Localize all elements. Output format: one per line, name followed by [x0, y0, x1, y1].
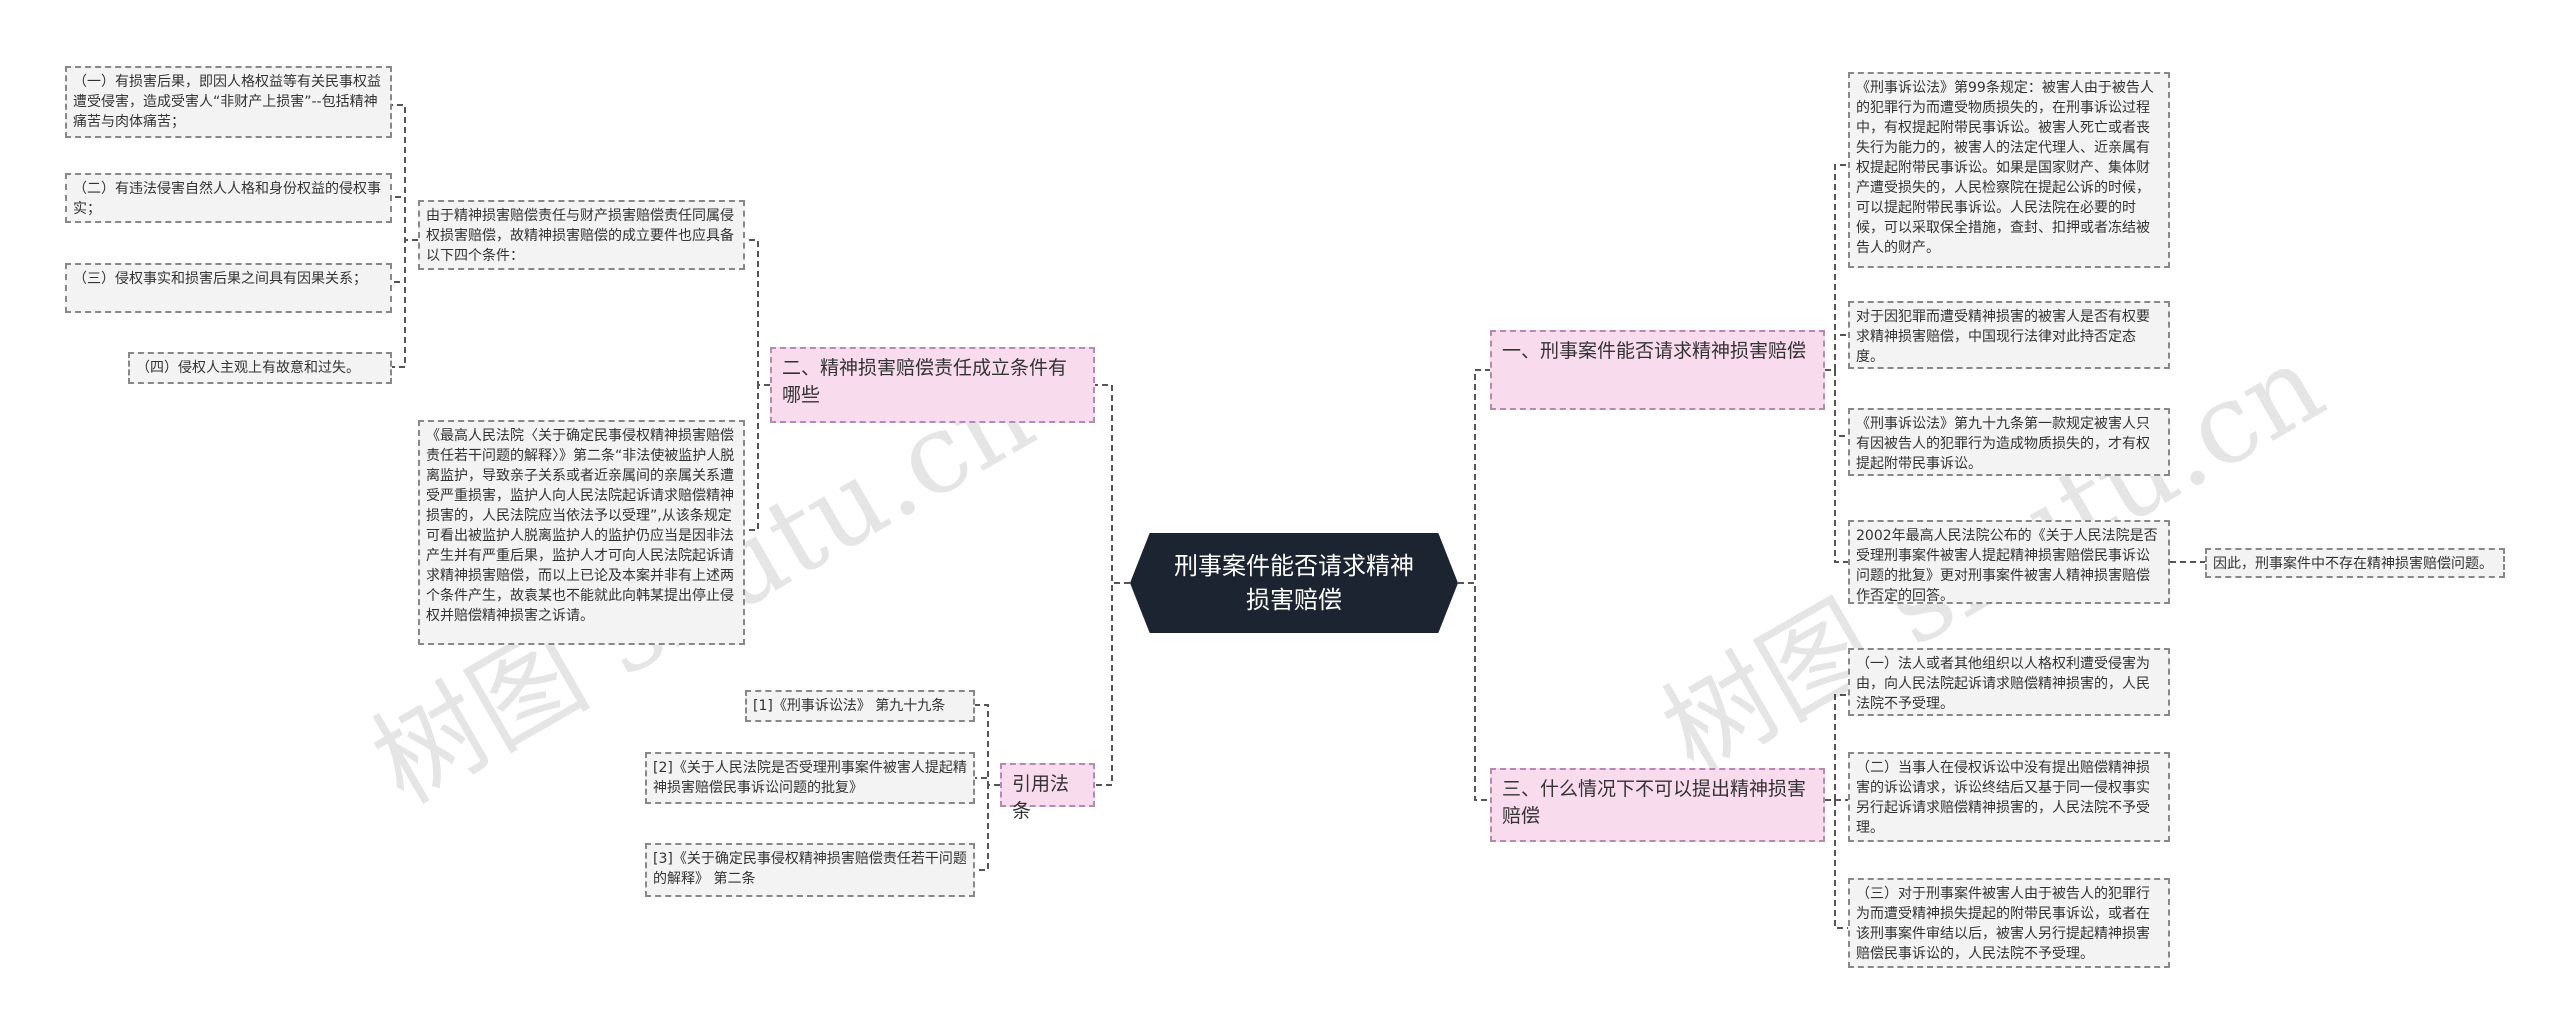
b3-item-1[interactable]: （一）法人或者其他组织以人格权利遭受侵害为由，向人民法院起诉请求赔偿精神损害的，…	[1848, 648, 2170, 716]
branch-can-claim-title: 一、刑事案件能否请求精神损害赔偿	[1502, 340, 1807, 362]
cited-law-1[interactable]: [1]《刑事诉讼法》 第九十九条	[745, 690, 975, 722]
branch-cited-laws[interactable]: 引用法条	[1000, 763, 1095, 822]
b1-leaf-conclusion[interactable]: 因此，刑事案件中不存在精神损害赔偿问题。	[2205, 548, 2505, 578]
b1-item-text: 《刑事诉讼法》第99条规定：被害人由于被告人的犯罪行为而遭受物质损失的，在刑事诉…	[1856, 80, 2154, 256]
root-title: 刑事案件能否请求精神损害赔偿	[1174, 552, 1414, 614]
condition-text: （二）有违法侵害自然人人格和身份权益的侵权事实；	[73, 181, 381, 217]
branch-conditions-title: 二、精神损害赔偿责任成立条件有哪些	[782, 357, 1068, 406]
b1-item-text: 《刑事诉讼法》第九十九条第一款规定被害人只有因被告人的犯罪行为造成物质损失的，才…	[1856, 416, 2150, 472]
b1-item-article-99[interactable]: 《刑事诉讼法》第99条规定：被害人由于被告人的犯罪行为而遭受物质损失的，在刑事诉…	[1848, 72, 2170, 268]
b3-item-text: （二）当事人在侵权诉讼中没有提出赔偿精神损害的诉讼请求，诉讼终结后又基于同一侵权…	[1856, 760, 2150, 836]
b1-item-text: 对于因犯罪而遭受精神损害的被害人是否有权要求精神损害赔偿，中国现行法律对此持否定…	[1856, 309, 2150, 365]
cited-law-text: [3]《关于确定民事侵权精神损害赔偿责任若干问题的解释》 第二条	[653, 851, 967, 887]
condition-text: （一）有损害后果，即因人格权益等有关民事权益遭受侵害，造成受害人“非财产上损害”…	[73, 74, 381, 130]
b2-case-interpretation[interactable]: 《最高人民法院〈关于确定民事侵权精神损害赔偿责任若干问题的解释〉》第二条“非法使…	[418, 420, 745, 645]
cited-law-2[interactable]: [2]《关于人民法院是否受理刑事案件被害人提起精神损害赔偿民事诉讼问题的批复》	[645, 752, 975, 804]
b1-item-law-attitude[interactable]: 对于因犯罪而遭受精神损害的被害人是否有权要求精神损害赔偿，中国现行法律对此持否定…	[1848, 301, 2170, 369]
cited-law-text: [1]《刑事诉讼法》 第九十九条	[753, 698, 946, 714]
b2-mid-text: 由于精神损害赔偿责任与财产损害赔偿责任同属侵权损害赔偿，故精神损害赔偿的成立要件…	[426, 208, 734, 264]
b1-item-2002-reply[interactable]: 2002年最高人民法院公布的《关于人民法院是否受理刑事案件被害人提起精神损害赔偿…	[1848, 520, 2170, 604]
b1-leaf-text: 因此，刑事案件中不存在精神损害赔偿问题。	[2213, 556, 2493, 572]
b2-case-text: 《最高人民法院〈关于确定民事侵权精神损害赔偿责任若干问题的解释〉》第二条“非法使…	[426, 428, 735, 624]
b1-item-article-99-clause[interactable]: 《刑事诉讼法》第九十九条第一款规定被害人只有因被告人的犯罪行为造成物质损失的，才…	[1848, 408, 2170, 476]
b3-item-3[interactable]: （三）对于刑事案件被害人由于被告人的犯罪行为而遭受精神损失提起的附带民事诉讼，或…	[1848, 878, 2170, 968]
branch-cannot-claim[interactable]: 三、什么情况下不可以提出精神损害赔偿	[1490, 768, 1825, 842]
b3-item-2[interactable]: （二）当事人在侵权诉讼中没有提出赔偿精神损害的诉讼请求，诉讼终结后又基于同一侵权…	[1848, 752, 2170, 842]
b3-item-text: （一）法人或者其他组织以人格权利遭受侵害为由，向人民法院起诉请求赔偿精神损害的，…	[1856, 656, 2150, 712]
root-topic[interactable]: 刑事案件能否请求精神损害赔偿	[1130, 533, 1458, 633]
cited-law-text: [2]《关于人民法院是否受理刑事案件被害人提起精神损害赔偿民事诉讼问题的批复》	[653, 760, 967, 796]
condition-2[interactable]: （二）有违法侵害自然人人格和身份权益的侵权事实；	[65, 173, 392, 223]
b3-item-text: （三）对于刑事案件被害人由于被告人的犯罪行为而遭受精神损失提起的附带民事诉讼，或…	[1856, 886, 2150, 962]
b2-mid-explanation[interactable]: 由于精神损害赔偿责任与财产损害赔偿责任同属侵权损害赔偿，故精神损害赔偿的成立要件…	[418, 200, 745, 270]
condition-4[interactable]: （四）侵权人主观上有故意和过失。	[128, 352, 392, 384]
branch-can-claim[interactable]: 一、刑事案件能否请求精神损害赔偿	[1490, 330, 1825, 410]
branch-conditions[interactable]: 二、精神损害赔偿责任成立条件有哪些	[770, 347, 1095, 423]
condition-1[interactable]: （一）有损害后果，即因人格权益等有关民事权益遭受侵害，造成受害人“非财产上损害”…	[65, 66, 392, 138]
condition-text: （三）侵权事实和损害后果之间具有因果关系；	[73, 271, 367, 287]
b1-item-text: 2002年最高人民法院公布的《关于人民法院是否受理刑事案件被害人提起精神损害赔偿…	[1856, 528, 2158, 604]
condition-3[interactable]: （三）侵权事实和损害后果之间具有因果关系；	[65, 263, 392, 313]
condition-text: （四）侵权人主观上有故意和过失。	[136, 360, 360, 376]
branch-cited-laws-title: 引用法条	[1012, 773, 1070, 822]
branch-cannot-claim-title: 三、什么情况下不可以提出精神损害赔偿	[1502, 778, 1807, 827]
cited-law-3[interactable]: [3]《关于确定民事侵权精神损害赔偿责任若干问题的解释》 第二条	[645, 843, 975, 897]
